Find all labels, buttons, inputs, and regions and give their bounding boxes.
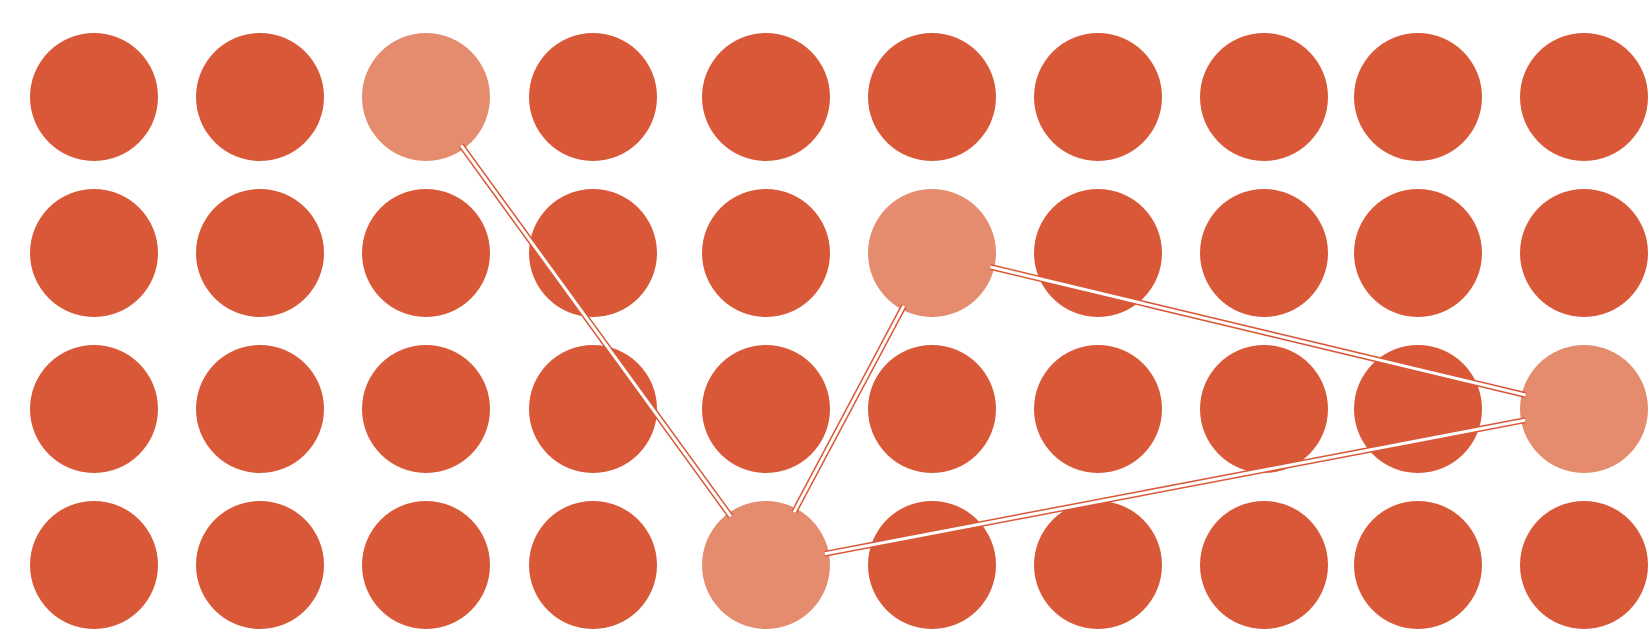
dot — [1200, 33, 1328, 161]
connector-line — [791, 304, 907, 514]
connector-core — [460, 144, 732, 518]
dot — [30, 189, 158, 317]
dot — [1200, 501, 1328, 629]
dot — [1520, 189, 1648, 317]
highlighted-dot — [362, 33, 490, 161]
dot — [362, 501, 490, 629]
dot — [868, 501, 996, 629]
dot — [1200, 345, 1328, 473]
dots-layer — [30, 33, 1648, 629]
connector-line — [989, 264, 1527, 398]
dot — [1354, 189, 1482, 317]
connector-core — [824, 418, 1526, 556]
dot — [529, 33, 657, 161]
connector-core — [990, 265, 1526, 397]
dot — [1354, 33, 1482, 161]
dot — [702, 189, 830, 317]
dot — [1354, 345, 1482, 473]
dot — [196, 189, 324, 317]
dot — [1034, 189, 1162, 317]
dot — [196, 345, 324, 473]
dot — [362, 189, 490, 317]
dot — [1354, 501, 1482, 629]
dot — [1520, 501, 1648, 629]
dot — [362, 345, 490, 473]
connector-line — [824, 417, 1526, 557]
dot — [529, 345, 657, 473]
connectors-layer — [458, 143, 1527, 557]
dot — [1034, 33, 1162, 161]
dot — [702, 33, 830, 161]
dot — [868, 345, 996, 473]
dot — [30, 345, 158, 473]
connector-line — [458, 143, 734, 519]
dot — [30, 501, 158, 629]
dot — [529, 501, 657, 629]
dot — [1034, 345, 1162, 473]
highlighted-dot — [702, 501, 830, 629]
highlighted-dot — [1520, 345, 1648, 473]
highlighted-dot — [868, 189, 996, 317]
dot — [1034, 501, 1162, 629]
dot — [1200, 189, 1328, 317]
dot — [196, 33, 324, 161]
dot — [196, 501, 324, 629]
dot — [868, 33, 996, 161]
dot — [702, 345, 830, 473]
dot — [30, 33, 158, 161]
dot — [529, 189, 657, 317]
dot — [1520, 33, 1648, 161]
connector-core — [792, 305, 906, 513]
